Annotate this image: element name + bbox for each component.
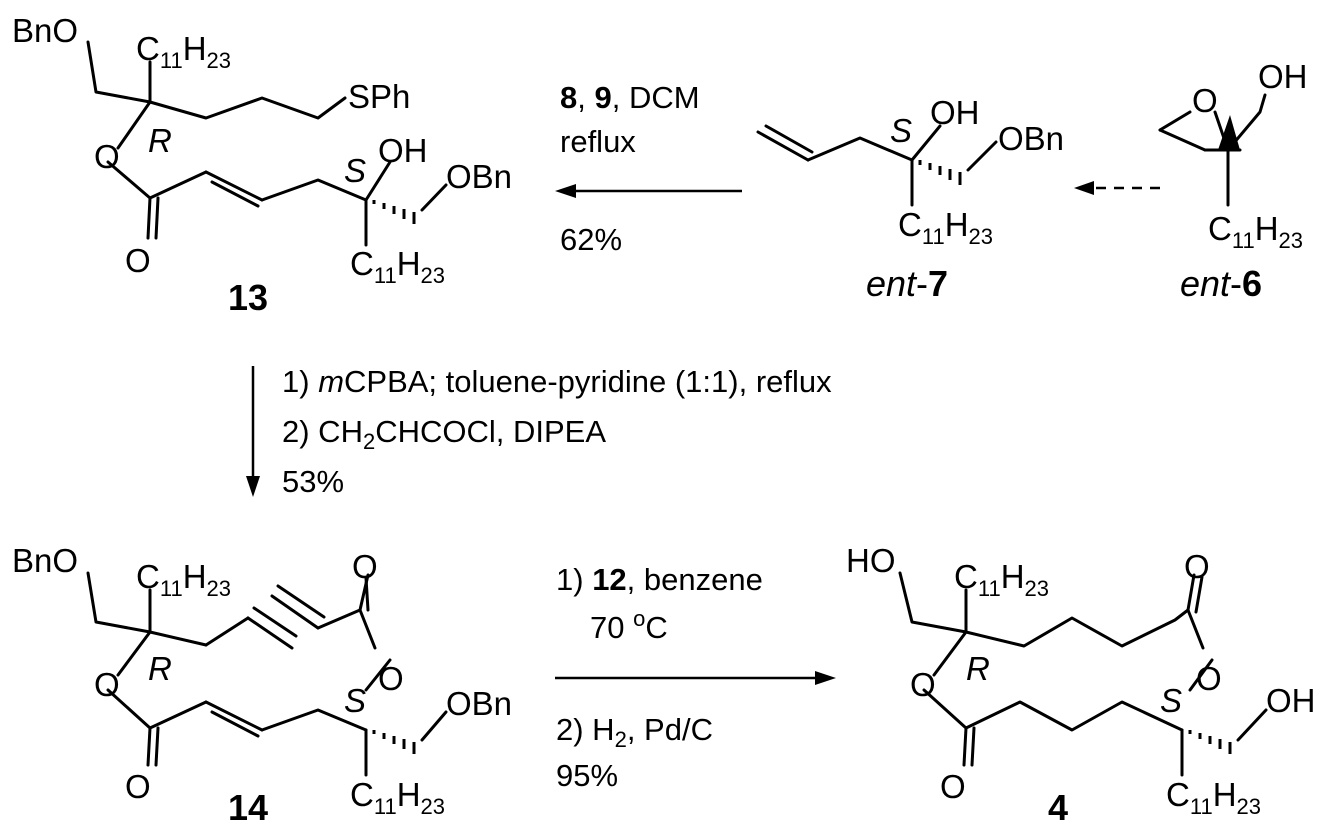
stereo-r-label: R: [148, 650, 172, 687]
benzyloxy-label: BnO: [12, 12, 78, 49]
hydroxyl-label: OH: [1258, 58, 1308, 95]
hydroxyl-label: OH: [1266, 682, 1316, 719]
hashed-wedge-bond: [372, 200, 416, 224]
hydroxyl-label: OH: [378, 132, 428, 169]
compound-4-label: 4: [1048, 787, 1068, 827]
step1-reagents: 8, 9, DCM: [560, 80, 700, 115]
stereo-s-label: S: [890, 112, 912, 149]
stereo-s-label: S: [1160, 682, 1182, 719]
phenylthio-label: SPh: [348, 78, 410, 115]
stereo-s-label: S: [344, 682, 366, 719]
compound-13-label: 13: [228, 277, 268, 318]
ester-oxygen-label: O: [1196, 660, 1222, 697]
benzyloxy-label: BnO: [12, 542, 78, 579]
compound-ent-6-structure: O OH C11H23: [1158, 58, 1308, 253]
dashed-arrow-ent6-to-ent7: [1074, 181, 1160, 195]
hydroxyl-label: OH: [930, 94, 980, 131]
step2-line2: 2) CH2CHCOCl, DIPEA: [282, 414, 606, 454]
hashed-wedge-bond: [372, 730, 416, 754]
stereo-r-label: R: [148, 122, 172, 159]
ester-oxygen-label: O: [94, 666, 120, 703]
ester-oxygen-label: O: [94, 138, 120, 175]
hashed-wedge-bond: [918, 160, 962, 185]
stereo-s-label: S: [344, 152, 366, 189]
step3-line2: 70 oC: [590, 606, 668, 645]
compound-ent-6-label: ent-6: [1180, 263, 1262, 304]
undecyl-label: C11H23: [136, 558, 231, 601]
compound-13-structure: BnO C11H23 SPh R O S OH OBn O C11H23: [12, 12, 512, 288]
step3-line3: 2) H2, Pd/C: [556, 712, 713, 752]
epoxide-oxygen-label: O: [1192, 82, 1218, 119]
undecyl-label: C11H23: [136, 30, 231, 73]
undecyl-label: C11H23: [1166, 776, 1261, 819]
undecyl-label: C11H23: [350, 245, 445, 288]
step1-yield: 62%: [560, 222, 622, 257]
arrow-14-to-4: [555, 671, 836, 685]
hashed-wedge-bond: [1188, 730, 1232, 754]
hydroxyl-label: HO: [846, 542, 896, 579]
compound-ent-7-label: ent-7: [866, 263, 948, 304]
undecyl-label: C11H23: [954, 558, 1049, 601]
carbonyl-oxygen-label: O: [352, 548, 378, 585]
benzyloxy-label: OBn: [446, 685, 512, 722]
undecyl-label: C11H23: [898, 206, 993, 249]
step2-yield: 53%: [282, 464, 344, 499]
stereo-r-label: R: [966, 650, 990, 687]
step3-yield: 95%: [556, 758, 618, 793]
ester-oxygen-label: O: [378, 660, 404, 697]
ester-oxygen-label: O: [910, 666, 936, 703]
step1-conditions: reflux: [560, 124, 636, 159]
undecyl-label: C11H23: [1208, 210, 1303, 253]
compound-ent-7-structure: S OH OBn C11H23: [756, 94, 1064, 249]
step3-line1: 1) 12, benzene: [556, 562, 763, 597]
compound-14-structure: BnO C11H23 O R O S O OBn O C11H23: [12, 542, 512, 819]
benzyloxy-label: OBn: [998, 120, 1064, 157]
arrow-ent7-to-13: [555, 184, 742, 198]
benzyloxy-label: OBn: [446, 158, 512, 195]
compound-4-structure: HO C11H23 O R O S O OH O C11H23: [846, 542, 1316, 819]
compound-14-label: 14: [228, 787, 268, 827]
carbonyl-oxygen-label: O: [940, 768, 966, 805]
undecyl-label: C11H23: [350, 776, 445, 819]
step2-line1: 1) mCPBA; toluene-pyridine (1:1), reflux: [282, 364, 832, 399]
arrow-13-to-14: [246, 366, 260, 497]
carbonyl-oxygen-label: O: [1184, 548, 1210, 585]
carbonyl-oxygen-label: O: [125, 768, 151, 805]
carbonyl-oxygen-label: O: [125, 242, 151, 279]
